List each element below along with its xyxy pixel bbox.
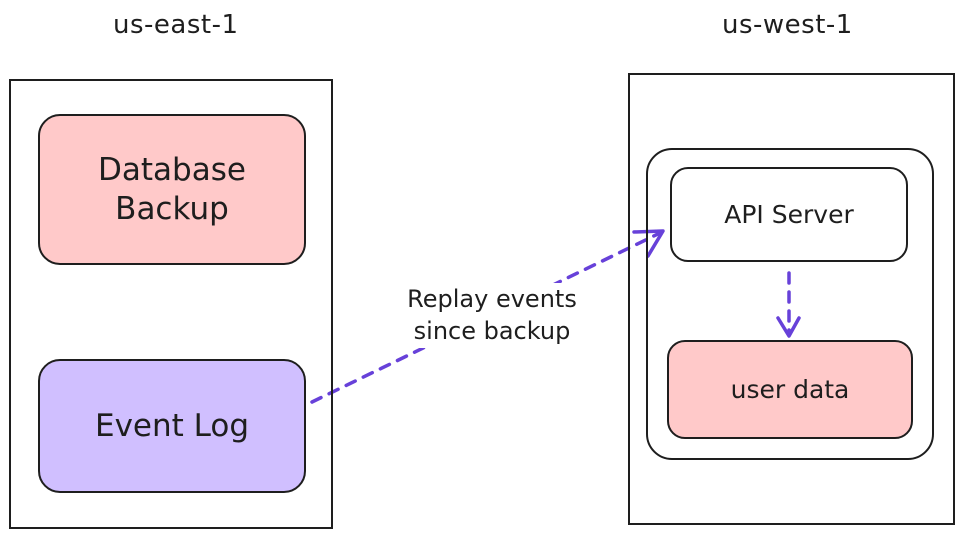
event-log-label: Event Log: [94, 407, 250, 444]
replay-events-arrow-head: [632, 229, 665, 258]
user-data-label: user data: [730, 374, 850, 404]
api-server-node[interactable]: API Server: [670, 167, 908, 262]
replay-events-label-line-1: Replay events: [407, 285, 577, 313]
replay-events-label: Replay events since backup: [385, 283, 599, 348]
user-data-node[interactable]: user data: [667, 340, 913, 439]
region-us-east-1: [9, 79, 333, 529]
region-title-us-west-1: us-west-1: [722, 10, 853, 40]
region-title-us-east-1: us-east-1: [113, 10, 239, 40]
api-to-user-data-arrow-head: [776, 316, 801, 338]
api-server-label: API Server: [724, 199, 854, 229]
region-us-west-1: [628, 73, 955, 525]
replay-events-label-line-2: since backup: [413, 317, 571, 346]
database-backup-label-line-2: Backup: [115, 190, 229, 227]
event-log-node[interactable]: Event Log: [38, 359, 306, 493]
database-backup-label-line-1: Database: [98, 151, 246, 188]
service-container: [646, 148, 934, 460]
database-backup-node[interactable]: Database Backup: [38, 114, 306, 265]
